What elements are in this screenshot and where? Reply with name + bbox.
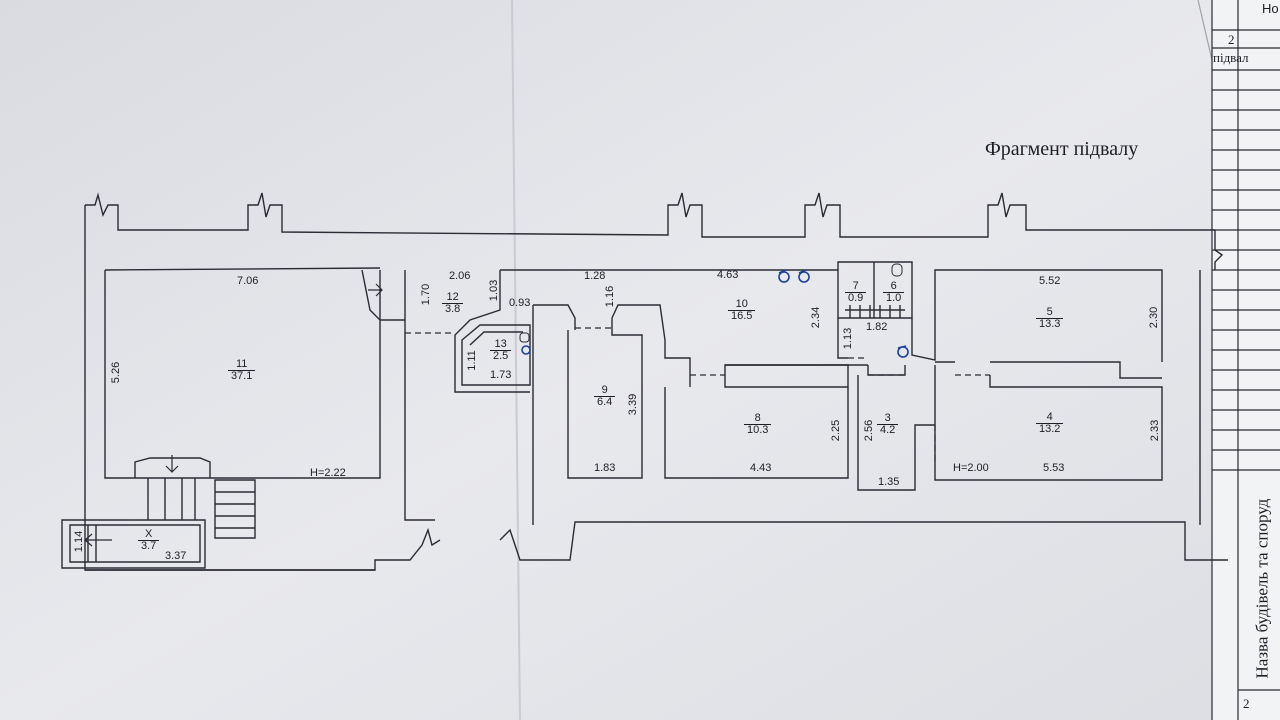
dim-5-53: 5.53 — [1043, 462, 1065, 474]
dim-2-25: 2.25 — [830, 419, 843, 442]
height-right: H=2.00 — [953, 462, 989, 474]
door-openings — [405, 327, 990, 462]
sink-icons — [519, 263, 903, 343]
dim-2-06: 2.06 — [449, 270, 471, 282]
building-outline — [61, 192, 1228, 571]
dim-2-33: 2.33 — [1149, 419, 1162, 442]
dim-1-82: 1.82 — [866, 321, 888, 333]
dim-1-73: 1.73 — [490, 369, 512, 381]
dim-0-93: 0.93 — [509, 297, 531, 309]
dim-2-56: 2.56 — [863, 419, 876, 442]
header-corner: Но — [1262, 1, 1279, 16]
header-number: 2 — [1228, 32, 1235, 47]
fixture-icons — [521, 269, 909, 358]
dim-5-52: 5.52 — [1039, 275, 1061, 287]
dim-1-83: 1.83 — [594, 462, 616, 474]
side-title: Назва будівель та споруд — [1252, 498, 1272, 679]
plan-title: Фрагмент підвалу — [985, 138, 1139, 160]
dim-7-06: 7.06 — [237, 275, 259, 287]
entrance-arrows — [84, 283, 383, 547]
dim-4-63: 4.63 — [717, 269, 739, 281]
footer-number: 2 — [1243, 696, 1250, 711]
dim-1-14: 1.14 — [73, 530, 86, 553]
dim-5-26: 5.26 — [110, 361, 123, 384]
dim-1-35: 1.35 — [878, 476, 900, 488]
header-basement-label: підвал — [1213, 50, 1249, 65]
dim-1-28: 1.28 — [584, 270, 606, 282]
dim-1-70: 1.70 — [420, 283, 433, 306]
dim-2-34: 2.34 — [810, 306, 823, 329]
dim-3-37: 3.37 — [165, 550, 187, 562]
dim-2-30: 2.30 — [1148, 306, 1161, 329]
dim-4-43: 4.43 — [750, 462, 772, 474]
title-block — [1197, 0, 1280, 720]
dim-1-13: 1.13 — [842, 327, 855, 350]
dim-1-03: 1.03 — [488, 279, 501, 302]
dim-3-39: 3.39 — [627, 393, 640, 416]
height-left: H=2.22 — [310, 467, 346, 479]
dim-1-11: 1.11 — [465, 350, 478, 371]
dim-1-16: 1.16 — [604, 285, 617, 308]
